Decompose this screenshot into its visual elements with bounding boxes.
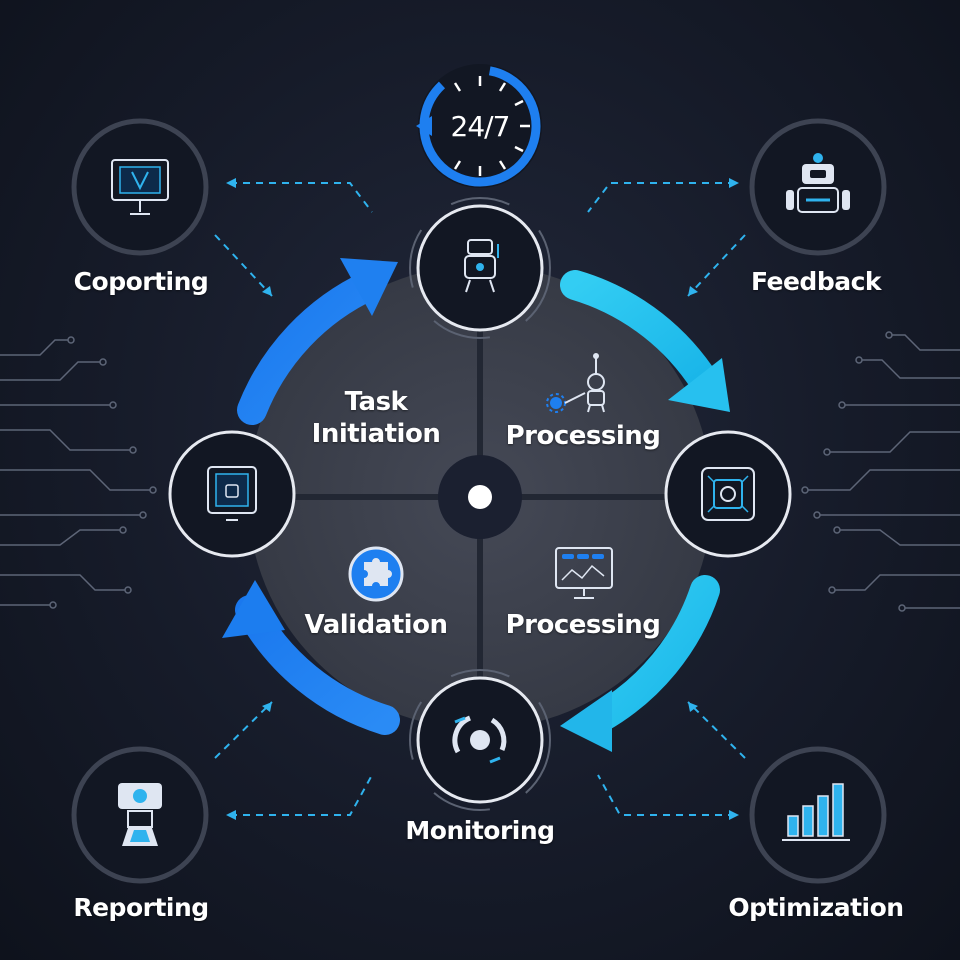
dashboard-monitor-icon [555,547,613,599]
processing-top-label: Processing [505,421,661,451]
validation-label: Validation [304,610,448,640]
circuit-traces-left [0,336,157,609]
node-bottom-left[interactable] [71,746,209,884]
puzzle-icon [348,546,404,602]
robot-icon [786,153,850,213]
coporting-label: Coporting [73,267,209,296]
robot-head-icon [464,239,499,293]
optimization-label: Optimization [728,893,904,922]
robot-arm-icon [118,783,162,846]
circuit-traces-right [801,331,960,612]
feedback-label: Feedback [750,267,882,296]
flow-arrow-top-left [237,258,398,425]
task-initiation-label: Task Initiation [312,386,441,450]
circuit-chip-icon [701,467,755,521]
task-label-line1: Task [344,387,408,417]
clock-247-icon [416,64,542,188]
center-dot [468,485,492,509]
gauge-ring-icon [452,715,507,764]
flow-arrow-bottom-right [560,575,720,752]
dashed-arrowheads [226,178,739,820]
dashed-connectors [214,182,746,816]
flow-arrow-bottom-left [222,580,400,735]
flow-arrow-top-right [560,270,730,412]
tablet-lock-icon [207,466,257,521]
clock-label: 24/7 [450,110,511,143]
robot-gears-icon [546,353,605,413]
monitoring-label: Monitoring [405,816,555,845]
task-label-line2: Initiation [311,419,441,449]
reporting-label: Reporting [73,893,209,922]
processing-bottom-label: Processing [505,610,661,640]
node-right[interactable] [664,430,792,558]
bar-chart-icon [782,783,850,841]
monitor-chip-icon [111,159,169,215]
